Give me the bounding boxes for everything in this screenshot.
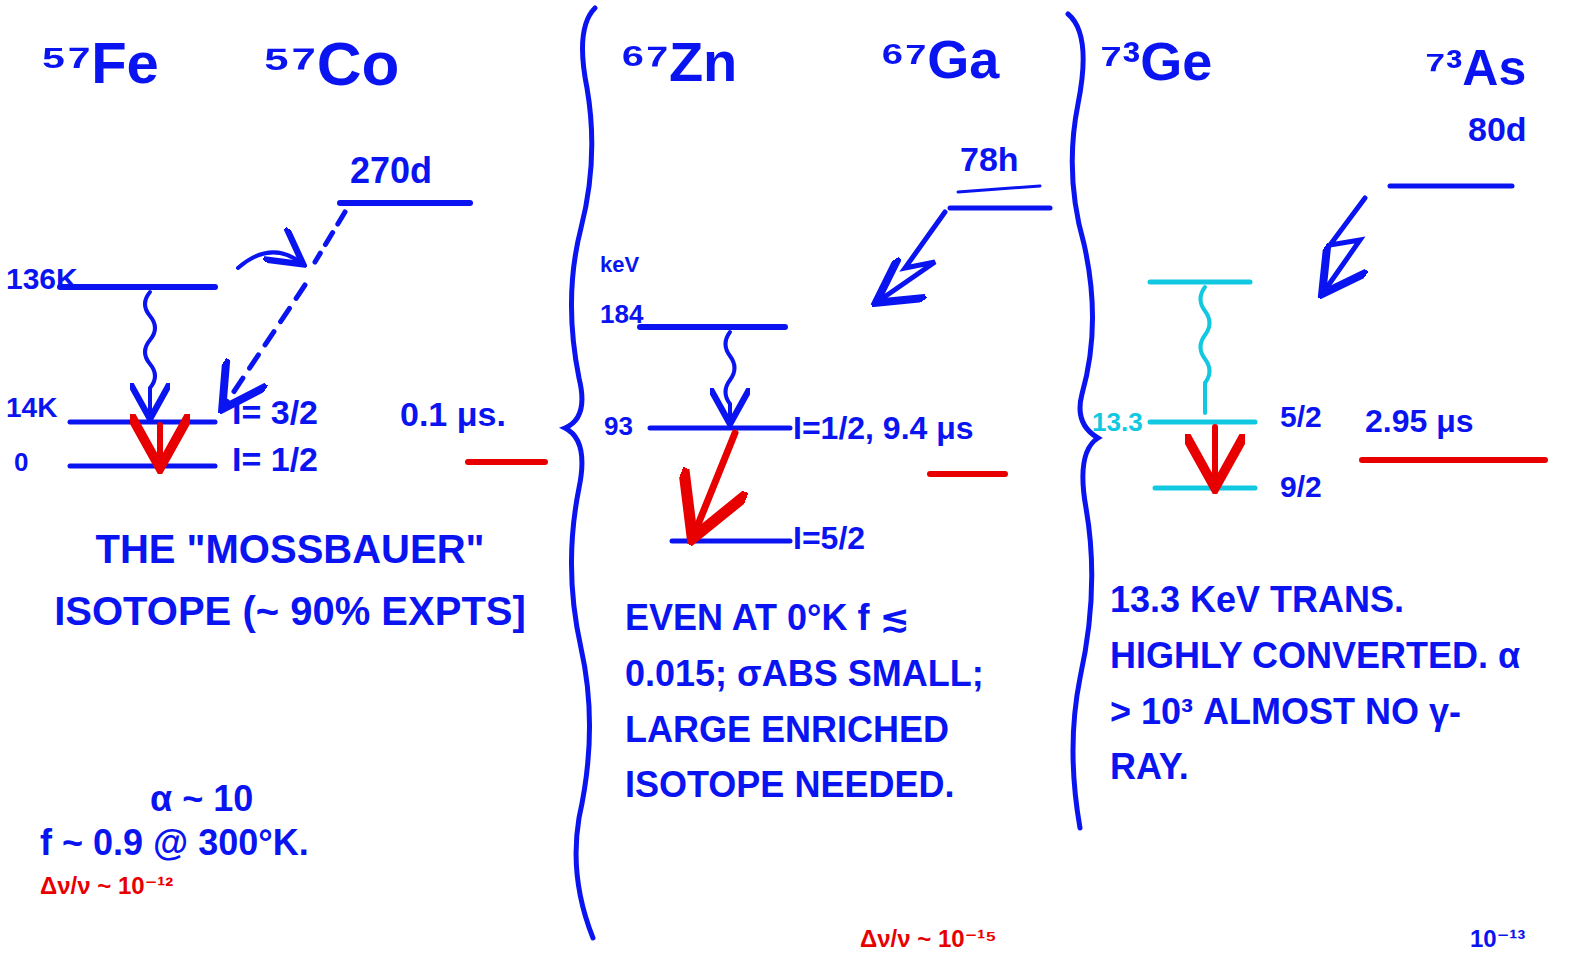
half-life: 270d xyxy=(350,150,432,191)
note: f ~ 0.9 @ 300°K. xyxy=(40,822,309,863)
mossbauer-transition xyxy=(1212,427,1218,482)
parent-level xyxy=(958,186,1040,192)
isotope-name: ⁷³As xyxy=(1425,40,1526,98)
level-energy: 14K xyxy=(6,392,57,424)
line-width: Δν/ν ~ 10⁻¹² xyxy=(40,872,173,900)
level-184 xyxy=(640,324,785,330)
level-93 xyxy=(650,426,790,431)
spin-label: 5/2 xyxy=(1280,400,1322,435)
spin-label: I= 3/2 xyxy=(232,393,318,432)
level-energy: 0 xyxy=(14,448,28,478)
mossbauer-transition xyxy=(695,433,735,532)
isotope-name: ⁶⁷Ga xyxy=(880,28,999,90)
note: EVEN AT 0°K f ≲ 0.015; σABS SMALL; LARGE… xyxy=(625,590,1005,813)
spin-label: I= 1/2 xyxy=(232,440,318,479)
underline xyxy=(468,459,545,465)
parent-level xyxy=(340,200,470,206)
unit-label: keV xyxy=(600,252,639,277)
gamma-arrow xyxy=(145,292,155,415)
note: α ~ 10 xyxy=(150,778,253,819)
spin-label: I=5/2 xyxy=(793,520,865,557)
parent-level xyxy=(950,206,1050,211)
isotope-name: ⁷³Ge xyxy=(1100,30,1212,92)
parent-level xyxy=(1390,184,1512,189)
decay-arrow xyxy=(1325,198,1365,290)
gamma-arrow xyxy=(726,332,735,420)
isotope-name: ⁶⁷Zn xyxy=(620,30,737,94)
level-136k xyxy=(60,284,215,290)
spin-label: I=1/2, 9.4 μs xyxy=(793,410,974,447)
half-life: 78h xyxy=(960,140,1019,179)
level-ground xyxy=(1155,486,1255,491)
note: THE "MOSSBAUER" ISOTOPE (~ 90% EXPTS] xyxy=(30,518,550,642)
lifetime: 0.1 μs. xyxy=(400,395,506,434)
spin-label: 9/2 xyxy=(1280,470,1322,505)
line-width: 10⁻¹³ xyxy=(1470,925,1525,953)
decay-line xyxy=(315,212,345,262)
level-energy: 13.3 xyxy=(1092,408,1143,438)
gamma-arrow xyxy=(1201,287,1210,413)
note: 13.3 KeV TRANS. HIGHLY CONVERTED. α > 10… xyxy=(1110,572,1530,795)
level-energy: 184 xyxy=(600,300,643,330)
half-life: 80d xyxy=(1468,110,1527,149)
isotope-name: ⁵⁷Co xyxy=(262,28,399,99)
mossbauer-transition xyxy=(157,425,163,462)
level-ground xyxy=(672,539,790,544)
level-ground xyxy=(70,464,215,469)
level-energy: 93 xyxy=(604,412,633,442)
line-width: Δν/ν ~ 10⁻¹⁵ xyxy=(860,925,997,953)
decay-arrow xyxy=(880,212,945,300)
level-energy: 136K xyxy=(6,262,78,297)
underline xyxy=(930,471,1005,477)
underline xyxy=(1362,457,1545,463)
decay-arrow xyxy=(225,285,305,405)
decay-arrow xyxy=(238,252,300,268)
level-14k xyxy=(70,420,215,425)
level-13kev xyxy=(1150,420,1255,425)
lifetime: 2.95 μs xyxy=(1365,403,1474,440)
level-upper xyxy=(1150,280,1250,285)
isotope-name: ⁵⁷Fe xyxy=(40,30,159,97)
brace xyxy=(565,8,595,938)
